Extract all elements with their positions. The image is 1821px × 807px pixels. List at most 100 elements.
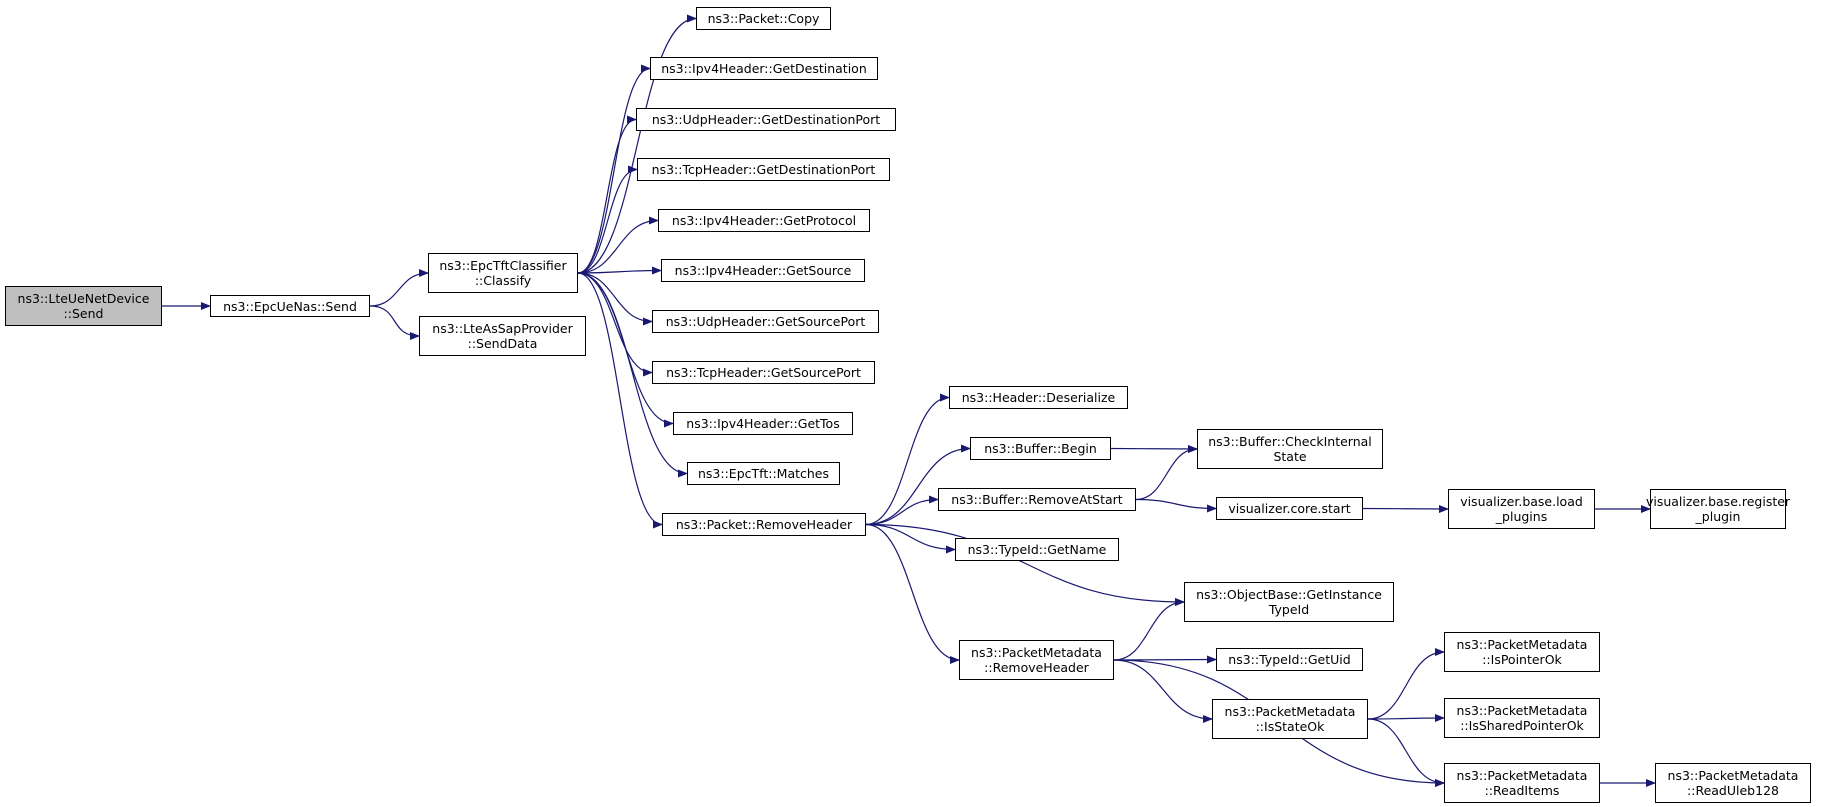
node-tcpheader-getsourceport[interactable]: ns3::TcpHeader::GetSourcePort bbox=[652, 361, 875, 384]
node-buffer-begin[interactable]: ns3::Buffer::Begin bbox=[970, 437, 1111, 460]
node-udpheader-getsourceport[interactable]: ns3::UdpHeader::GetSourcePort bbox=[652, 310, 879, 333]
node-label-line: ns3::PacketMetadata bbox=[971, 645, 1102, 660]
node-packetmetadata-ispointerok[interactable]: ns3::PacketMetadata::IsPointerOk bbox=[1444, 632, 1600, 672]
edge-packet-removeheader-to-buffer-removeatstart bbox=[865, 495, 939, 526]
node-label-line: ns3::PacketMetadata bbox=[1667, 768, 1799, 783]
node-lteassapprovider-senddata[interactable]: ns3::LteAsSapProvider::SendData bbox=[419, 316, 586, 356]
node-label-line: ::IsSharedPointerOk bbox=[1460, 718, 1584, 733]
edge-epctftclassifier-classify-to-packet-copy bbox=[577, 14, 697, 274]
edge-epctftclassifier-classify-to-udpheader-getsourceport bbox=[577, 272, 653, 326]
node-label-line: ns3::Buffer::Begin bbox=[984, 441, 1097, 456]
node-label-line: ns3::Packet::Copy bbox=[707, 11, 820, 26]
edge-epctftclassifier-classify-to-epctft-matches bbox=[577, 272, 688, 478]
node-packet-removeheader[interactable]: ns3::Packet::RemoveHeader bbox=[662, 513, 866, 536]
node-visualizer-base-register-plugin[interactable]: visualizer.base.register_plugin bbox=[1646, 489, 1790, 529]
node-label-line: _plugins bbox=[1495, 509, 1548, 524]
node-packetmetadata-readuleb128[interactable]: ns3::PacketMetadata::ReadUleb128 bbox=[1655, 763, 1811, 803]
node-visualizer-core-start[interactable]: visualizer.core.start bbox=[1216, 497, 1363, 520]
node-label-line: ns3::Buffer::RemoveAtStart bbox=[951, 492, 1123, 507]
node-label-line: ns3::Ipv4Header::GetDestination bbox=[661, 61, 867, 76]
node-typeid-getuid[interactable]: ns3::TypeId::GetUid bbox=[1216, 648, 1363, 671]
edge-epctftclassifier-classify-to-packet-removeheader bbox=[577, 272, 663, 529]
node-label-line: ::ReadUleb128 bbox=[1687, 783, 1779, 798]
node-label-line: ::Send bbox=[63, 306, 104, 321]
edge-epctftclassifier-classify-to-tcpheader-getdestinationport bbox=[577, 165, 638, 274]
node-label-line: ns3::Ipv4Header::GetProtocol bbox=[671, 213, 857, 228]
node-ipv4header-getdestination[interactable]: ns3::Ipv4Header::GetDestination bbox=[650, 57, 878, 80]
node-label-line: ns3::EpcUeNas::Send bbox=[223, 298, 357, 314]
edge-packet-removeheader-to-objectbase-getinstancetypeid bbox=[865, 523, 1185, 606]
node-buffer-removeatstart[interactable]: ns3::Buffer::RemoveAtStart bbox=[938, 488, 1136, 511]
node-packetmetadata-isstateok[interactable]: ns3::PacketMetadata::IsStateOk bbox=[1212, 699, 1368, 739]
edge-packet-removeheader-to-buffer-begin bbox=[865, 444, 971, 526]
node-label-line: ns3::EpcTft::Matches bbox=[698, 466, 829, 481]
node-ipv4header-gettos[interactable]: ns3::Ipv4Header::GetTos bbox=[673, 412, 853, 435]
edge-epctftclassifier-classify-to-ipv4header-getsource bbox=[577, 266, 662, 275]
node-ipv4header-getprotocol[interactable]: ns3::Ipv4Header::GetProtocol bbox=[658, 209, 870, 232]
node-label-line: _plugin bbox=[1695, 509, 1741, 524]
node-label-line: State bbox=[1273, 449, 1307, 464]
node-label-line: ::IsStateOk bbox=[1255, 719, 1325, 734]
node-header-deserialize[interactable]: ns3::Header::Deserialize bbox=[949, 386, 1128, 409]
node-label-line: ns3::PacketMetadata bbox=[1224, 704, 1356, 719]
node-label-line: TypeId bbox=[1268, 602, 1310, 617]
node-label-line: ::SendData bbox=[467, 336, 538, 351]
edge-packet-removeheader-to-header-deserialize bbox=[865, 393, 950, 526]
edge-epctftclassifier-classify-to-udpheader-getdestinationport bbox=[577, 115, 637, 274]
node-label-line: ns3::EpcTftClassifier bbox=[439, 258, 567, 273]
node-label-line: ns3::Ipv4Header::GetTos bbox=[686, 416, 840, 431]
node-label-line: ns3::LteUeNetDevice bbox=[17, 291, 150, 306]
node-label-line: visualizer.core.start bbox=[1228, 501, 1351, 516]
node-label-line: ns3::TypeId::GetName bbox=[967, 542, 1107, 557]
node-label-line: ::RemoveHeader bbox=[984, 660, 1089, 675]
node-packet-copy[interactable]: ns3::Packet::Copy bbox=[696, 7, 831, 30]
node-label-line: ns3::LteAsSapProvider bbox=[432, 321, 573, 336]
edge-buffer-removeatstart-to-buffer-checkinternalstate bbox=[1135, 445, 1198, 501]
node-epctftclassifier-classify[interactable]: ns3::EpcTftClassifier::Classify bbox=[428, 253, 578, 293]
node-epcuenas-send[interactable]: ns3::EpcUeNas::Send bbox=[210, 295, 370, 317]
node-tcpheader-getdestinationport[interactable]: ns3::TcpHeader::GetDestinationPort bbox=[637, 158, 890, 181]
edge-packetmetadata-removeheader-to-objectbase-getinstancetypeid bbox=[1113, 598, 1185, 661]
edge-packetmetadata-isstateok-to-packetmetadata-readitems bbox=[1367, 718, 1445, 787]
edge-packetmetadata-isstateok-to-packetmetadata-ispointerok bbox=[1367, 648, 1445, 720]
node-typeid-getname[interactable]: ns3::TypeId::GetName bbox=[955, 538, 1119, 561]
node-label-line: ns3::Packet::RemoveHeader bbox=[675, 517, 853, 532]
node-label-line: ns3::Ipv4Header::GetSource bbox=[674, 263, 852, 278]
node-label-line: ::ReadItems bbox=[1484, 783, 1560, 798]
edge-epctftclassifier-classify-to-tcpheader-getsourceport bbox=[577, 272, 653, 377]
edge-packet-removeheader-to-typeid-getname bbox=[865, 523, 956, 554]
node-label-line: visualizer.base.load bbox=[1460, 494, 1583, 509]
node-label-line: ns3::PacketMetadata bbox=[1456, 703, 1588, 718]
node-ipv4header-getsource[interactable]: ns3::Ipv4Header::GetSource bbox=[661, 259, 865, 282]
node-packetmetadata-readitems[interactable]: ns3::PacketMetadata::ReadItems bbox=[1444, 763, 1600, 803]
node-label-line: ns3::ObjectBase::GetInstance bbox=[1196, 587, 1382, 602]
node-label-line: visualizer.base.register bbox=[1645, 494, 1791, 509]
edge-buffer-begin-to-buffer-checkinternalstate bbox=[1110, 444, 1198, 453]
node-visualizer-base-load-plugins[interactable]: visualizer.base.load_plugins bbox=[1448, 489, 1595, 529]
edge-packetmetadata-isstateok-to-packetmetadata-issharedpointerok bbox=[1367, 714, 1445, 723]
node-packetmetadata-issharedpointerok[interactable]: ns3::PacketMetadata::IsSharedPointerOk bbox=[1444, 698, 1600, 738]
node-label-line: ns3::TcpHeader::GetDestinationPort bbox=[651, 162, 876, 177]
node-udpheader-getdestinationport[interactable]: ns3::UdpHeader::GetDestinationPort bbox=[636, 108, 896, 131]
node-label-line: ns3::PacketMetadata bbox=[1456, 637, 1588, 652]
edge-packet-removeheader-to-packetmetadata-removeheader bbox=[865, 523, 960, 664]
node-label-line: ns3::TcpHeader::GetSourcePort bbox=[666, 365, 861, 380]
edge-packetmetadata-removeheader-to-packetmetadata-isstateok bbox=[1113, 659, 1213, 723]
node-label-line: ns3::Header::Deserialize bbox=[961, 390, 1116, 405]
node-label-line: ns3::UdpHeader::GetSourcePort bbox=[665, 314, 866, 329]
node-lteuenetdevice-send[interactable]: ns3::LteUeNetDevice::Send bbox=[5, 286, 162, 326]
node-epctft-matches[interactable]: ns3::EpcTft::Matches bbox=[687, 462, 840, 485]
node-label-line: ::Classify bbox=[474, 273, 532, 288]
node-label-line: ns3::PacketMetadata bbox=[1456, 768, 1588, 783]
node-packetmetadata-removeheader[interactable]: ns3::PacketMetadata::RemoveHeader bbox=[959, 640, 1114, 680]
node-label-line: ns3::UdpHeader::GetDestinationPort bbox=[651, 112, 881, 127]
edge-buffer-removeatstart-to-visualizer-core-start bbox=[1135, 498, 1217, 513]
edge-visualizer-core-start-to-visualizer-base-load-plugins bbox=[1362, 504, 1449, 513]
edge-epcuenas-send-to-epctftclassifier-classify bbox=[369, 269, 429, 307]
node-label-line: ns3::TypeId::GetUid bbox=[1228, 652, 1351, 667]
edge-epcuenas-send-to-lteassapprovider-senddata bbox=[369, 305, 420, 340]
